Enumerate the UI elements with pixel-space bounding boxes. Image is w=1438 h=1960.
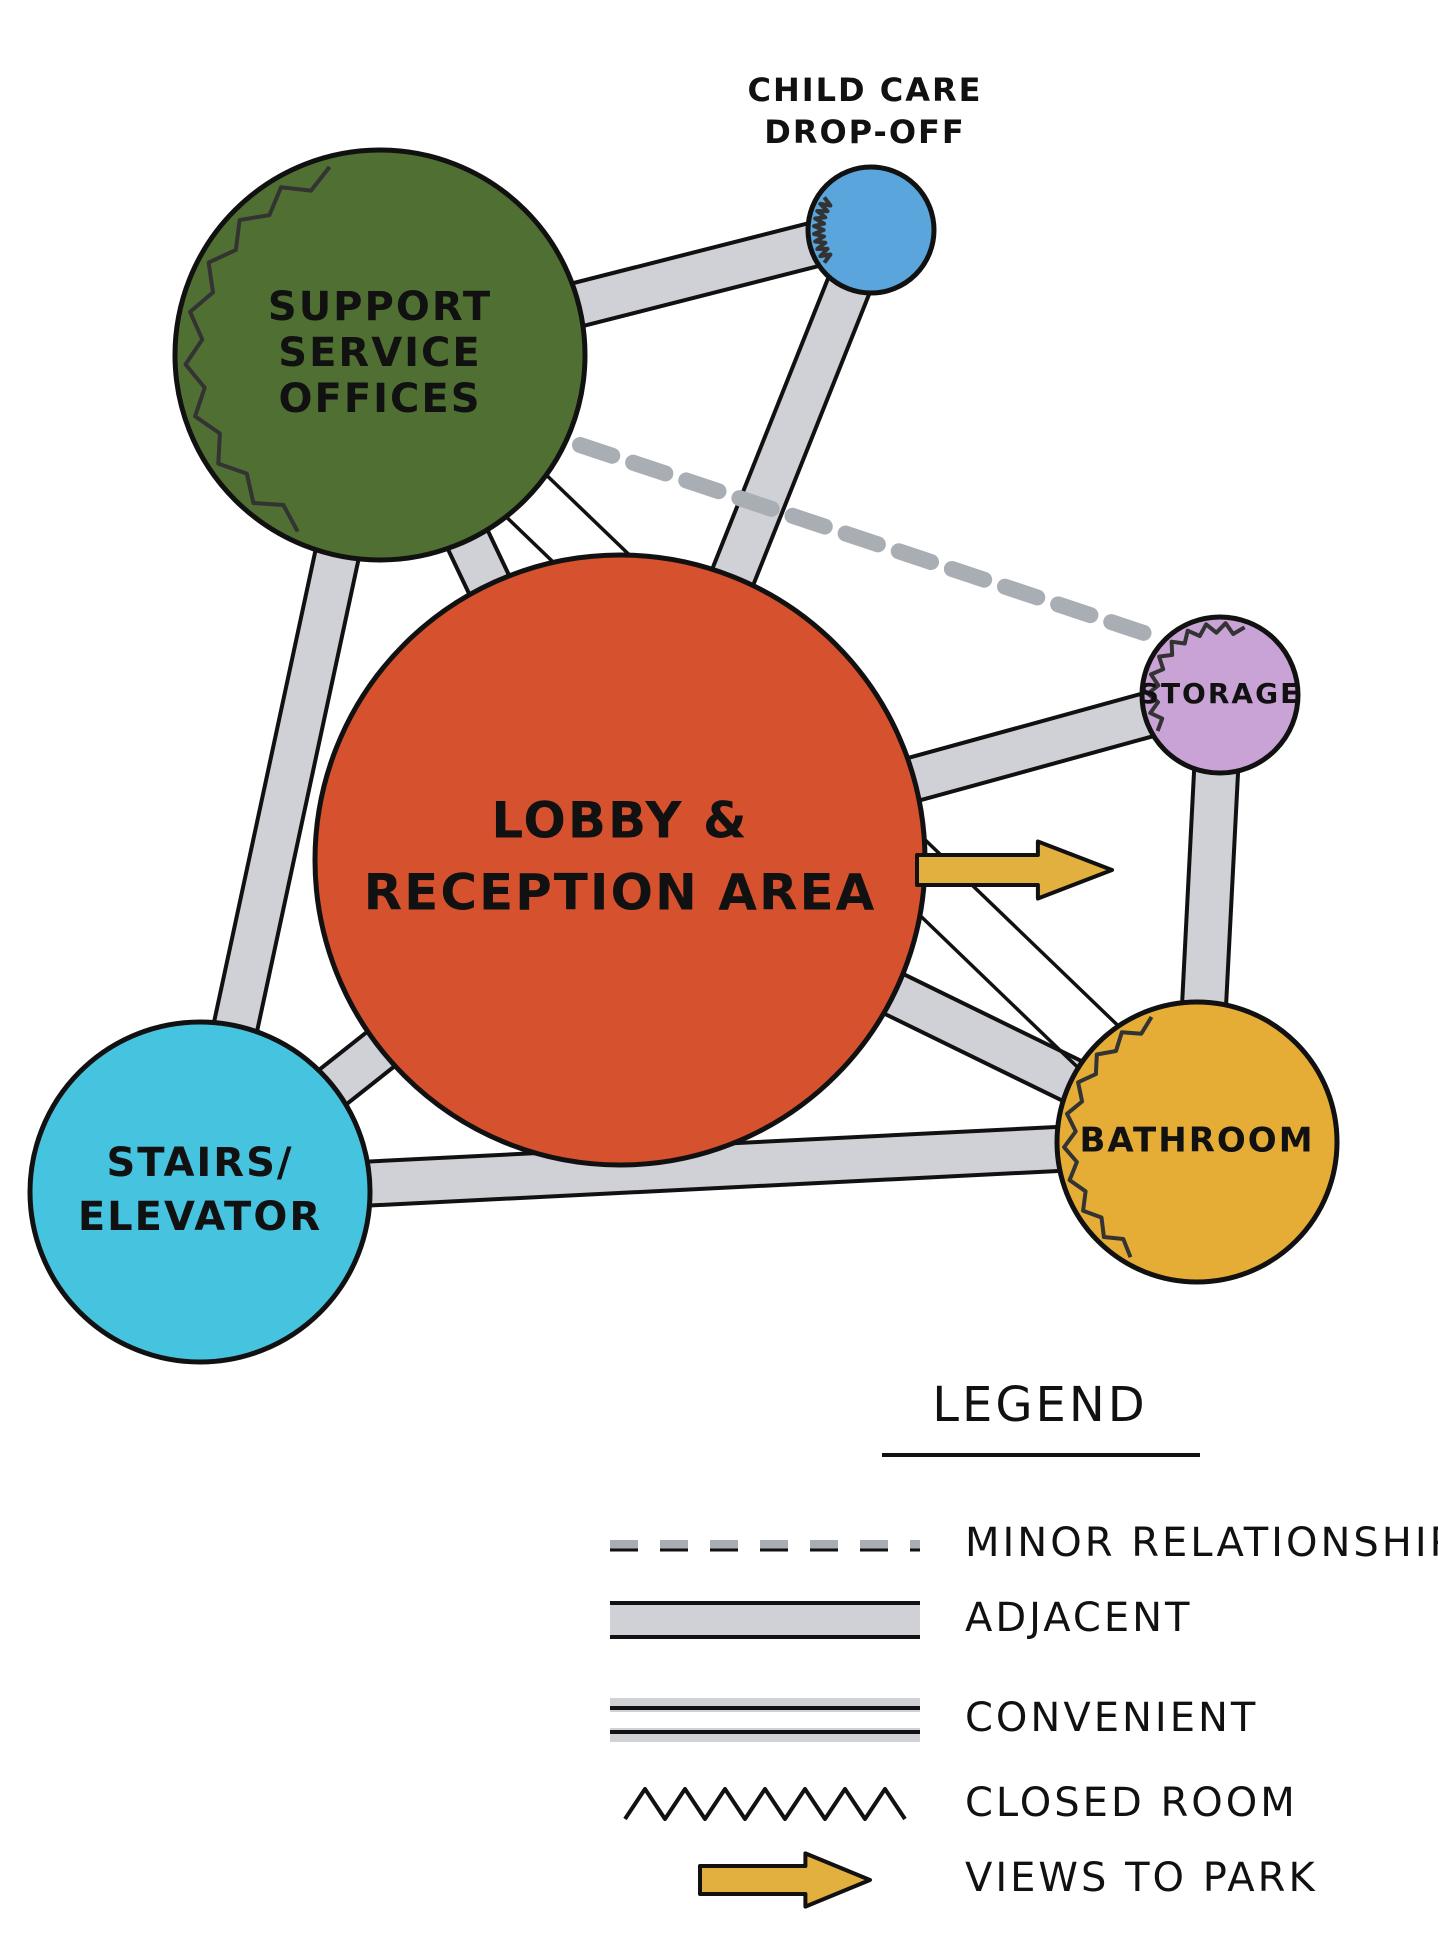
legend-symbol-arrow: [698, 1851, 872, 1909]
node-stairs-label: STAIRS/: [106, 1140, 293, 1186]
legend-label: VIEWS TO PARK: [965, 1855, 1318, 1901]
legend-label: ADJACENT: [965, 1595, 1192, 1641]
node-childcare-label: DROP-OFF: [764, 113, 966, 151]
legend: LEGEND MINOR RELATIONSHIP ADJACENT CONVENIE…: [610, 1377, 1438, 1909]
node-storage: STORAGE: [1139, 614, 1301, 776]
legend-label: CLOSED ROOM: [965, 1780, 1298, 1826]
views-to-park-arrow: [915, 839, 1114, 901]
legend-item-minor: MINOR RELATIONSHIP: [610, 1520, 1438, 1566]
node-storage-label: STORAGE: [1139, 677, 1301, 710]
node-support-circle: [172, 147, 588, 563]
node-bathroom: BATHROOM: [1054, 999, 1340, 1285]
node-lobby-circle: [312, 552, 928, 1168]
closed-room-zigzag: [183, 165, 332, 533]
node-bathroom-label: BATHROOM: [1079, 1121, 1314, 1161]
node-support-label: OFFICES: [278, 376, 481, 422]
legend-item-convenient: CONVENIENT: [610, 1695, 1258, 1742]
edge-support-storage: [572, 437, 1158, 643]
node-lobby-label: RECEPTION AREA: [364, 864, 877, 922]
legend-item-adjacent: ADJACENT: [610, 1595, 1192, 1641]
node-lobby-label: LOBBY &: [491, 792, 748, 850]
node-stairs-label: ELEVATOR: [78, 1194, 322, 1240]
node-childcare-label: CHILD CARE: [747, 71, 982, 109]
legend-symbol-adjacent: [610, 1601, 920, 1639]
node-lobby: LOBBY & RECEPTION AREA: [312, 552, 928, 1168]
node-childcare-circle: [805, 164, 937, 296]
closed-room-zigzag: [812, 196, 833, 264]
node-bathroom-circle: [1054, 999, 1340, 1285]
legend-symbol-convenient: [610, 1698, 920, 1742]
node-stairs: STAIRS/ELEVATOR: [27, 1019, 373, 1365]
closed-room-zigzag: [1146, 621, 1246, 732]
legend-title: LEGEND: [932, 1377, 1147, 1433]
node-support-label: SUPPORT: [268, 284, 492, 330]
legend-symbol-closed-room: [623, 1787, 907, 1821]
legend-item-arrow: VIEWS TO PARK: [698, 1851, 1318, 1909]
legend-item-closed: CLOSED ROOM: [623, 1780, 1298, 1826]
legend-label: CONVENIENT: [965, 1695, 1258, 1741]
node-childcare: CHILD CARE DROP-OFF: [747, 71, 982, 296]
node-stairs-circle: [27, 1019, 373, 1365]
node-support-label: SERVICE: [278, 330, 481, 376]
legend-label: MINOR RELATIONSHIP: [965, 1520, 1438, 1566]
closed-room-zigzag: [1062, 1015, 1154, 1258]
node-storage-circle: [1139, 614, 1301, 776]
